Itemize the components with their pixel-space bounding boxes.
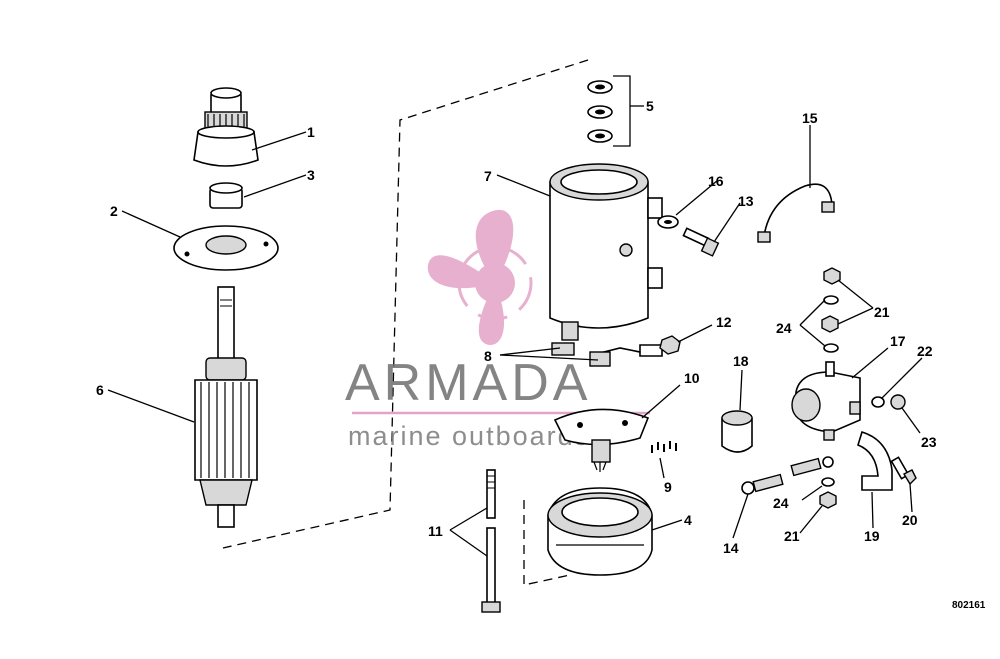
part-15-cable [757, 183, 835, 243]
leader-lines [107, 75, 923, 557]
callout-5: 5 [646, 98, 654, 114]
part-10-brush-plate [553, 408, 650, 472]
callout-12: 12 [716, 314, 732, 330]
callout-3: 3 [307, 167, 315, 183]
part-21-nut-lower [819, 491, 837, 509]
part-1-drive-pinion [193, 87, 259, 167]
callout-20: 20 [902, 512, 918, 528]
part-7-field-frame [549, 163, 663, 341]
callout-7: 7 [484, 168, 492, 184]
callout-24-upper: 24 [776, 320, 792, 336]
callout-11: 11 [428, 523, 443, 539]
callout-24-lower: 24 [773, 495, 789, 511]
callout-9: 9 [664, 479, 672, 495]
callout-6: 6 [96, 382, 104, 398]
callout-4: 4 [684, 512, 692, 528]
assembly-dashed-lines [222, 59, 589, 586]
part-2-plate [173, 225, 279, 271]
watermark: ARMADA marine outboards [345, 209, 650, 451]
figure-id: 802161 [952, 600, 986, 611]
part-13-bolt [682, 227, 720, 257]
part-19-bracket [857, 430, 893, 491]
callout-22: 22 [917, 343, 933, 359]
part-23-nut [890, 394, 906, 410]
propeller-logo [427, 209, 533, 345]
part-12-nut [659, 335, 681, 355]
part-14-lead [741, 456, 834, 495]
callout-21-upper: 21 [874, 304, 890, 320]
part-16-washer [657, 215, 679, 229]
callout-16: 16 [708, 173, 724, 189]
callout-15: 15 [802, 110, 818, 126]
callout-8: 8 [484, 348, 492, 364]
callout-13: 13 [738, 193, 754, 209]
callout-17: 17 [890, 333, 906, 349]
part-22-washer [871, 396, 885, 408]
watermark-tagline: marine outboards [348, 421, 590, 451]
part-24-washers-upper [823, 295, 839, 353]
watermark-brand: ARMADA [345, 354, 591, 412]
callout-19: 19 [864, 528, 880, 544]
callout-labels: 1 2 3 4 5 6 7 8 9 10 11 12 13 14 15 16 1… [96, 98, 986, 611]
part-20-screw [890, 456, 917, 486]
part-11-through-bolts [481, 469, 501, 613]
part-6-armature [194, 286, 258, 528]
part-18-band [721, 410, 753, 453]
callout-18: 18 [733, 353, 749, 369]
part-3-spacer [209, 182, 243, 209]
part-5-washers [587, 80, 613, 143]
callout-10: 10 [684, 370, 700, 386]
callout-1: 1 [307, 124, 315, 140]
callout-21-lower: 21 [784, 528, 800, 544]
part-21-nut-upper [821, 267, 841, 333]
callout-14-lower: 14 [723, 540, 739, 556]
part-24-washer-lower [821, 477, 835, 487]
callout-23: 23 [921, 434, 937, 450]
callout-2: 2 [110, 203, 118, 219]
part-9-springs [651, 441, 677, 453]
part-4-end-cap [547, 487, 653, 576]
part-17-solenoid [791, 361, 861, 441]
